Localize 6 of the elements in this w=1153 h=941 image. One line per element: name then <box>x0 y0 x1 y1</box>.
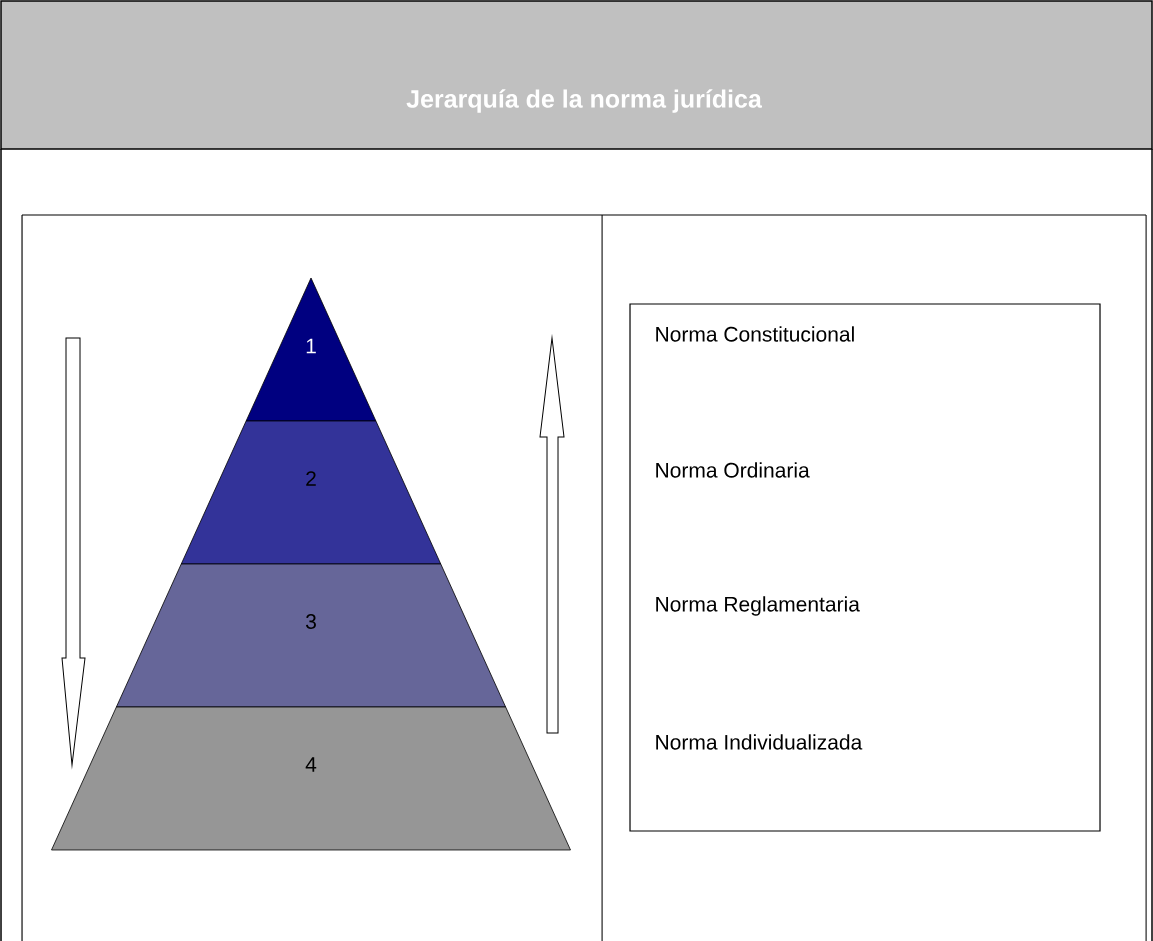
pyramid-level: 3 <box>115 563 507 708</box>
pyramid-level: 4 <box>51 706 571 851</box>
header-bar: Jerarquía de la norma jurídica <box>0 0 1153 150</box>
pyramid-level: 2 <box>180 420 442 565</box>
pyramid-level: 1 <box>245 277 377 422</box>
text-box: Norma Constitucional Norma Ordinaria Norma Reglamentaria Norma Individualizada <box>629 303 1101 832</box>
